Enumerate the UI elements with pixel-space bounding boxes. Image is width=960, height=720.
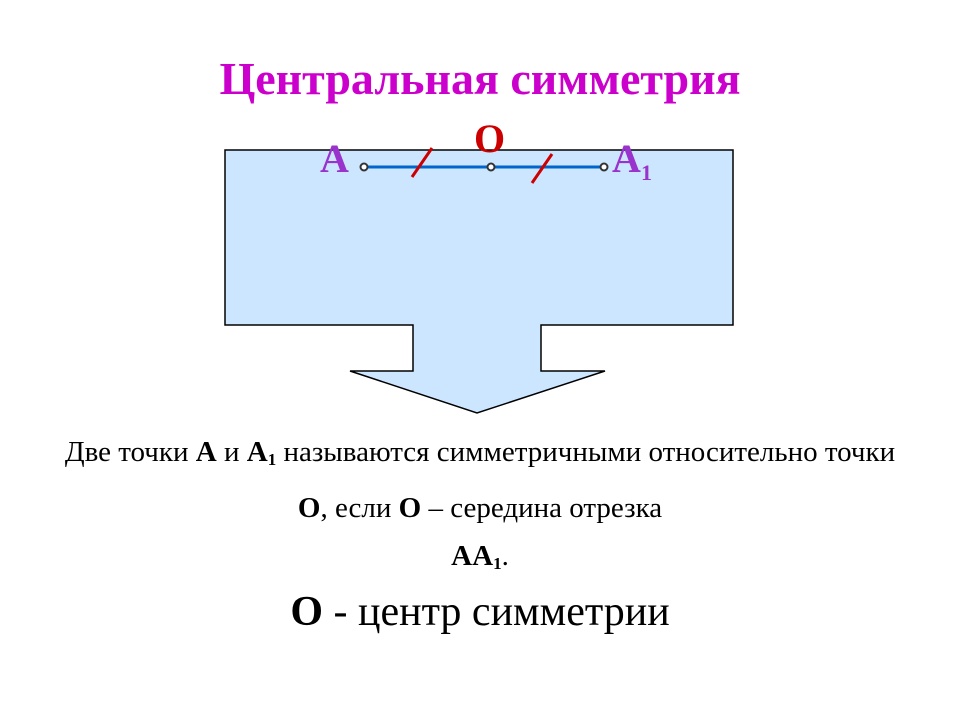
point-a: [359, 162, 369, 172]
def-part: .: [501, 540, 509, 572]
label-o: O: [474, 116, 505, 161]
center-text: - центр симметрии: [322, 589, 670, 635]
def-part: – середина отрезка: [421, 492, 663, 524]
def-segment: АА: [451, 540, 494, 572]
def-point-a1: А: [246, 436, 268, 468]
tick-mark-right: [530, 153, 554, 184]
def-point-a: А: [195, 436, 217, 468]
def-point-o: О: [398, 492, 422, 524]
def-subscript: 1: [267, 450, 277, 469]
arrow-panel: [224, 149, 734, 414]
point-a1: [599, 162, 609, 172]
def-part: , если: [320, 492, 399, 524]
label-a1-subscript: 1: [641, 160, 652, 185]
tick-mark-left: [410, 147, 434, 178]
page-title: Центральная симметрия: [219, 53, 741, 104]
def-part: и: [216, 436, 247, 468]
def-part: Две точки: [64, 436, 196, 468]
def-point-o: О: [297, 492, 321, 524]
definition-text: Две точки А и А1 называются симметричным…: [60, 428, 900, 588]
def-part: называются симметричными относительно то…: [276, 436, 896, 468]
center-letter: О: [290, 589, 323, 635]
label-a: A: [320, 136, 349, 181]
point-o: [486, 162, 496, 172]
label-a1: A: [612, 136, 641, 181]
symmetry-center-caption: О - центр симметрии: [0, 588, 960, 636]
def-subscript: 1: [493, 554, 502, 573]
